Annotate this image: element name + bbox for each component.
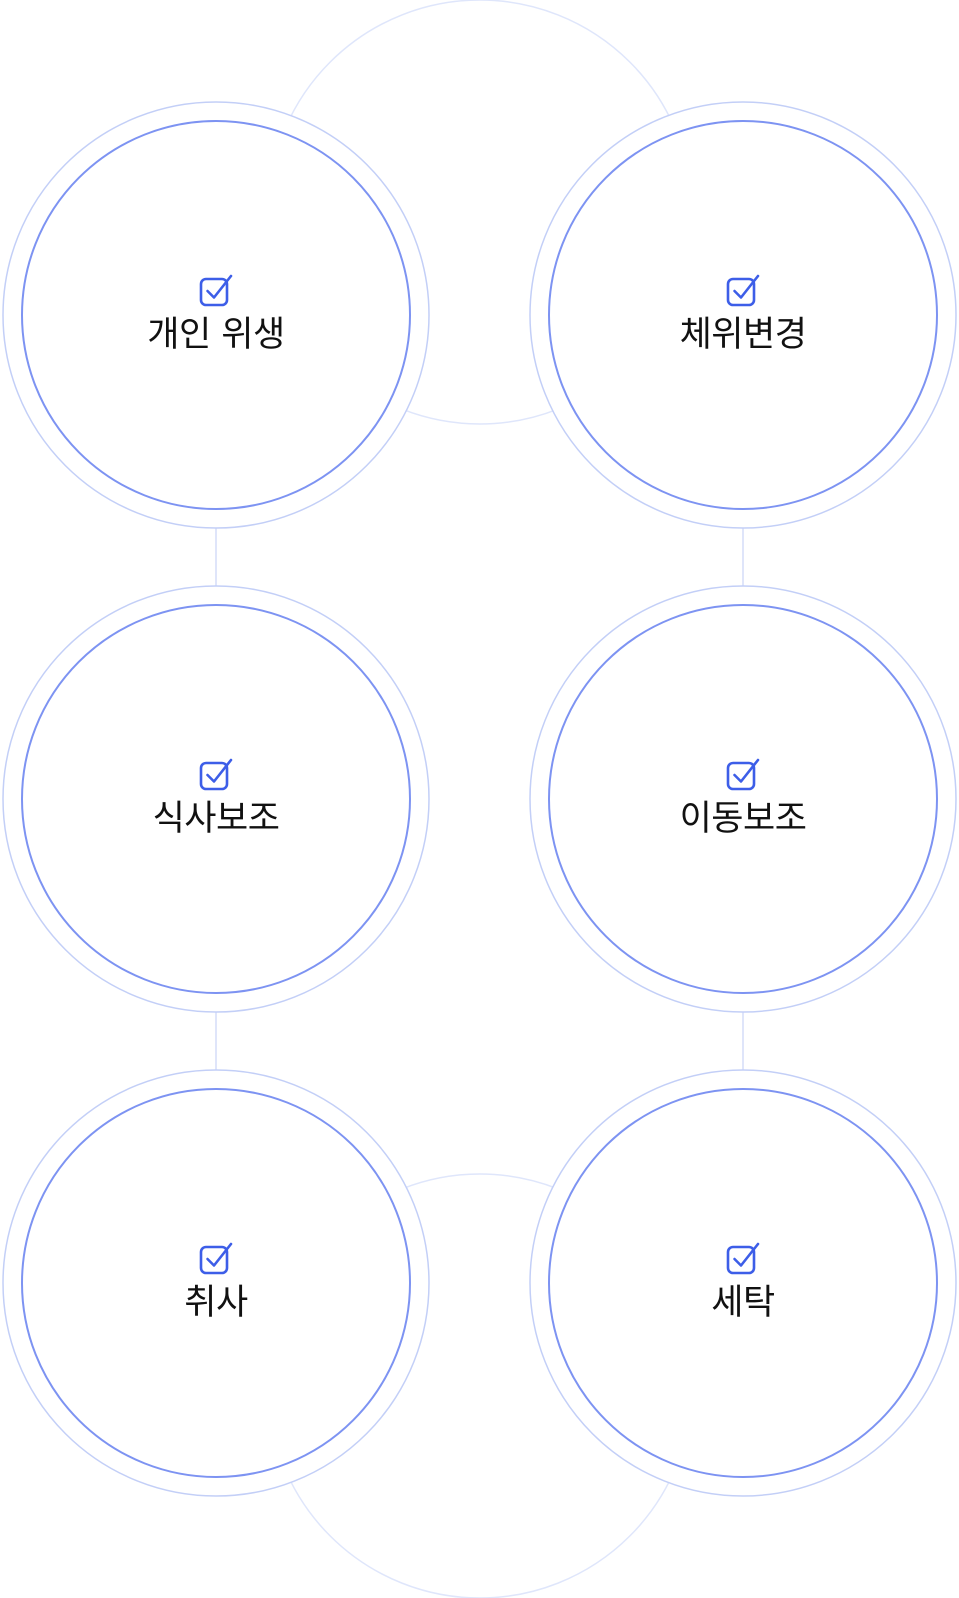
checkbox-checked-icon <box>726 1242 760 1275</box>
service-label: 취사 <box>184 1282 248 1323</box>
service-personal-hygiene: 개인 위생 <box>2 101 430 529</box>
service-position-change: 체위변경 <box>529 101 957 529</box>
inner-ring <box>548 604 938 994</box>
service-label: 개인 위생 <box>147 314 285 355</box>
checkbox-checked-icon <box>199 274 233 307</box>
checkbox-checked-icon <box>199 758 233 791</box>
inner-ring <box>21 1088 411 1478</box>
service-meal-assist: 식사보조 <box>2 585 430 1013</box>
service-laundry: 세탁 <box>529 1069 957 1497</box>
checkbox-checked-icon <box>726 274 760 307</box>
service-mobility-assist: 이동보조 <box>529 585 957 1013</box>
service-label: 체위변경 <box>679 314 807 355</box>
service-label: 이동보조 <box>679 798 807 839</box>
service-label: 식사보조 <box>152 798 280 839</box>
service-rings <box>2 101 957 1497</box>
checkbox-checked-icon <box>199 1242 233 1275</box>
inner-ring <box>21 120 411 510</box>
service-label: 세탁 <box>711 1282 775 1323</box>
service-cooking: 취사 <box>2 1069 430 1497</box>
inner-ring <box>21 604 411 994</box>
inner-ring <box>548 1088 938 1478</box>
inner-ring <box>548 120 938 510</box>
checkbox-checked-icon <box>726 758 760 791</box>
